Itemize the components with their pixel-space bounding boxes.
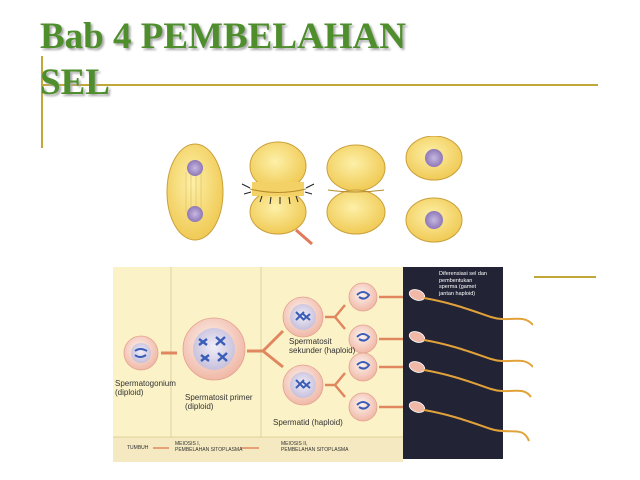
label-spermatogonium: Spermatogonium (diploid): [115, 379, 176, 397]
daughter-cells: [405, 136, 463, 243]
decorative-rule-short: [534, 276, 596, 278]
dividing-cell-furrow: [241, 141, 315, 246]
title-line-2: SEL: [40, 62, 110, 103]
label-diferensiasi-1: Diferensiasi sel dan: [439, 271, 487, 277]
dividing-cell-late: [326, 144, 386, 235]
label-spermatosit-sekunder-text: Spermatosit: [289, 337, 332, 346]
phase-meiosis-1: MEIOSIS I, PEMBELAHAN SITOPLASMA: [175, 441, 242, 453]
title-line-1: Bab 4 PEMBELAHAN: [40, 16, 406, 57]
phase-tumbuh: TUMBUH: [127, 445, 149, 451]
label-spermatogonium-text: Spermatogonium: [115, 379, 176, 388]
title-rule-vertical: [41, 56, 43, 148]
cell-division-illustration: [166, 136, 463, 246]
phase-meiosis-1-title: MEIOSIS I,: [175, 441, 201, 447]
spermatogenesis-diagram: Spermatogonium (diploid) Spermatosit pri…: [113, 267, 533, 462]
label-spermatid: Spermatid (haploid): [273, 418, 343, 427]
label-diferensiasi: Diferensiasi sel dan pembentukan sperma …: [439, 271, 487, 297]
phase-meiosis-2-title: MEIOSIS II,: [281, 441, 308, 447]
dividing-cell-anaphase: [166, 143, 224, 241]
label-spermatogonium-ploidy: (diploid): [115, 388, 144, 397]
label-diferensiasi-2: pembentukan: [439, 277, 473, 284]
slide-title: Bab 4 PEMBELAHAN SEL: [40, 14, 560, 106]
phase-meiosis-2: MEIOSIS II, PEMBELAHAN SITOPLASMA: [281, 441, 348, 453]
label-spermatosit-primer-ploidy: (diploid): [185, 402, 214, 411]
title-rule: [42, 84, 598, 86]
label-spermatosit-primer: Spermatosit primer (diploid): [185, 393, 253, 411]
label-diferensiasi-3: sperma (gamet: [439, 284, 476, 290]
spermatogenesis-illustration: [113, 267, 533, 462]
phase-meiosis-1-sub: PEMBELAHAN SITOPLASMA: [175, 447, 243, 453]
label-spermatosit-primer-text: Spermatosit primer: [185, 393, 253, 402]
label-diferensiasi-4: jantan haploid): [439, 290, 476, 297]
label-spermatosit-sekunder-haploid: sekunder (haploid): [289, 346, 356, 355]
label-spermatosit-sekunder: Spermatosit sekunder (haploid): [289, 337, 355, 355]
phase-meiosis-2-sub: PEMBELAHAN SITOPLASMA: [281, 447, 349, 453]
